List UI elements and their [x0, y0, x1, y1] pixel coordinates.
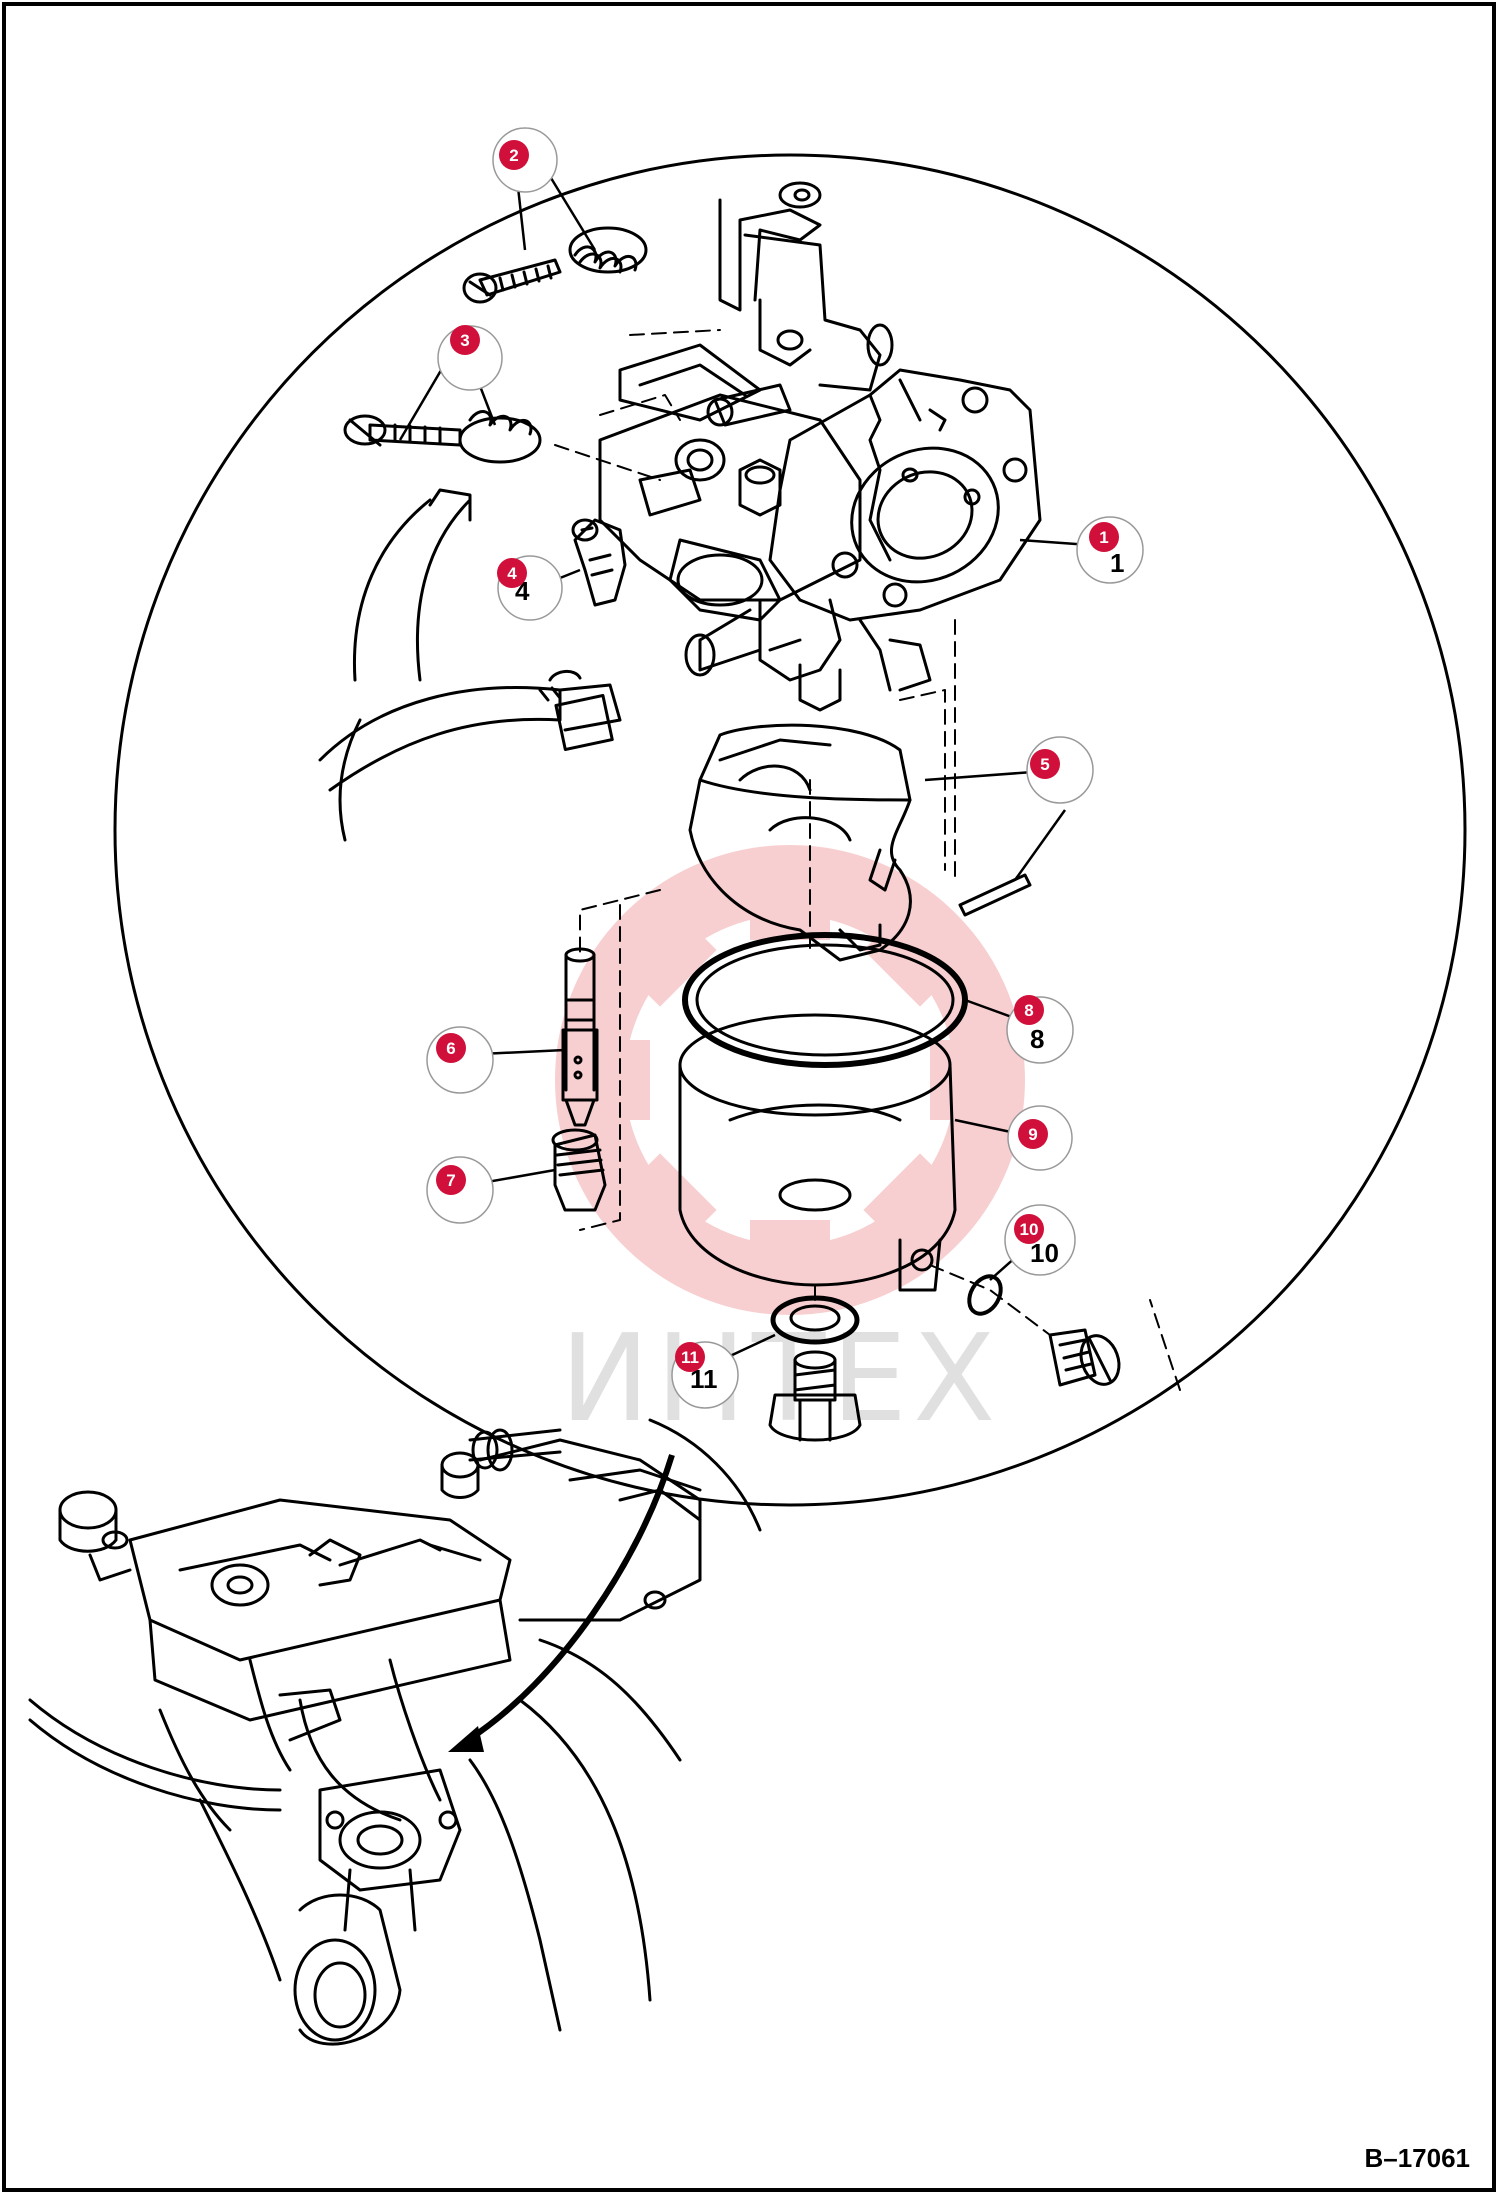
pilot-jet — [571, 518, 627, 607]
arrow-head — [448, 1726, 484, 1752]
float-bowl — [678, 1013, 957, 1292]
part-marker-6[interactable]: 6 — [436, 1033, 466, 1063]
bowl-bolt-washer — [768, 1295, 862, 1442]
main-jet — [551, 1128, 607, 1212]
assembly-guides — [554, 329, 1181, 1391]
idle-screw-assembly — [462, 226, 648, 304]
watermark-logo: ИНТЕХ — [555, 845, 1025, 1449]
svg-text:11: 11 — [681, 1348, 699, 1367]
svg-text:8: 8 — [1024, 1001, 1033, 1020]
svg-text:6: 6 — [446, 1039, 455, 1058]
svg-text:2: 2 — [509, 146, 518, 165]
part-marker-10[interactable]: 10 — [1014, 1214, 1044, 1244]
part-marker-9[interactable]: 9 — [1018, 1119, 1048, 1149]
drain-screw-oring — [967, 1274, 1121, 1387]
part-marker-2[interactable]: 2 — [499, 140, 529, 170]
fuel-hose — [318, 488, 622, 842]
detail-circle — [113, 153, 1467, 1507]
svg-text:4: 4 — [507, 564, 517, 583]
part-marker-11[interactable]: 11 — [675, 1342, 705, 1372]
svg-text:9: 9 — [1028, 1125, 1037, 1144]
reference-labels: 1 4 8 10 11 — [515, 548, 1124, 1394]
ref-label-1: 1 — [1110, 548, 1124, 578]
svg-text:5: 5 — [1040, 755, 1049, 774]
svg-text:1: 1 — [1099, 528, 1108, 547]
part-marker-1[interactable]: 1 — [1089, 522, 1119, 552]
location-arrow — [466, 1454, 675, 1743]
svg-text:10: 10 — [1020, 1220, 1039, 1239]
svg-text:3: 3 — [460, 331, 469, 350]
ref-label-8: 8 — [1030, 1024, 1044, 1054]
part-marker-3[interactable]: 3 — [450, 325, 480, 355]
part-marker-8[interactable]: 8 — [1014, 995, 1044, 1025]
part-marker-5[interactable]: 5 — [1030, 749, 1060, 779]
carburetor-body — [598, 181, 1042, 712]
mixture-screw-assembly — [343, 410, 542, 464]
float-pin — [958, 873, 1032, 917]
reference-code: B–17061 — [1364, 2143, 1470, 2173]
ref-label-10: 10 — [1030, 1238, 1059, 1268]
part-marker-4[interactable]: 4 — [497, 558, 527, 588]
svg-text:7: 7 — [446, 1171, 455, 1190]
engine-location-view — [28, 1418, 762, 2046]
part-marker-7[interactable]: 7 — [436, 1165, 466, 1195]
float-needle — [561, 947, 599, 1127]
